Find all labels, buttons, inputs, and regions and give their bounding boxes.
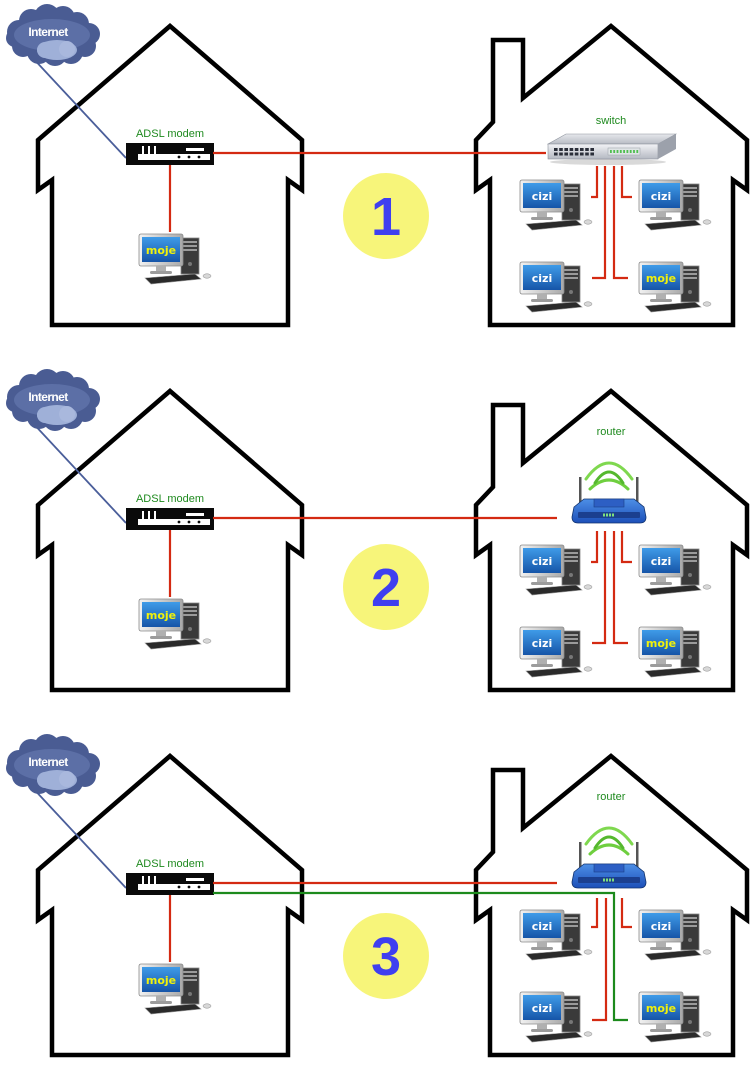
own-pc-label: moje — [646, 272, 676, 285]
own-pc-right-house: moje — [638, 991, 712, 1043]
other-pc: cizi — [519, 544, 593, 596]
own-pc-label: moje — [146, 974, 176, 987]
other-pc: cizi — [638, 544, 712, 596]
own-pc-label: moje — [146, 609, 176, 622]
other-pc-label: cizi — [532, 555, 552, 568]
switch-icon — [546, 133, 678, 165]
cable-hub-to-pc-3 — [592, 531, 607, 645]
other-pc: cizi — [519, 261, 593, 313]
internet-cable — [29, 784, 127, 889]
cable-hub-to-pc-4 — [612, 531, 628, 645]
other-pc-label: cizi — [651, 920, 671, 933]
step-badge — [343, 913, 429, 999]
other-pc-label: cizi — [532, 637, 552, 650]
hub-label: switch — [596, 115, 627, 127]
other-pc: cizi — [519, 909, 593, 961]
router-icon — [571, 461, 647, 524]
own-pc-right-house: moje — [638, 626, 712, 678]
own-pc-right-house: moje — [638, 261, 712, 313]
internet-cable — [29, 54, 127, 159]
left-house-outline — [35, 23, 305, 328]
wifi-wave-icon — [593, 835, 625, 850]
own-pc-label: moje — [646, 637, 676, 650]
other-pc: cizi — [519, 626, 593, 678]
wifi-wave-icon — [593, 470, 625, 485]
internet-label: Internet — [28, 390, 68, 404]
modem-label: ADSL modem — [136, 493, 204, 505]
cable-router-to-pc-3 — [592, 898, 608, 1022]
cable-hub-to-pc-1 — [591, 166, 599, 199]
internet-label: Internet — [28, 25, 68, 39]
hub-label: router — [597, 426, 626, 438]
internet-cloud-icon: Internet — [6, 369, 100, 431]
other-pc: cizi — [638, 909, 712, 961]
cable-router-to-pc-1 — [591, 898, 599, 929]
own-pc-left-house: moje — [138, 963, 212, 1015]
modem-label: ADSL modem — [136, 128, 204, 140]
modem-label: ADSL modem — [136, 858, 204, 870]
step-number: 2 — [371, 558, 401, 618]
left-house-outline — [35, 388, 305, 693]
right-house-outline — [473, 23, 750, 328]
left-house-outline — [35, 753, 305, 1058]
cable-modem-to-own-pc-right — [213, 891, 628, 1022]
right-house-outline — [473, 388, 750, 693]
own-pc-left-house: moje — [138, 233, 212, 285]
other-pc-label: cizi — [532, 190, 552, 203]
other-pc-label: cizi — [532, 272, 552, 285]
internet-cloud-icon: Internet — [6, 734, 100, 796]
other-pc-label: cizi — [532, 1002, 552, 1015]
cable-hub-to-pc-3 — [592, 166, 607, 280]
router-icon — [571, 826, 647, 889]
other-pc: cizi — [638, 179, 712, 231]
own-pc-label: moje — [646, 1002, 676, 1015]
internet-label: Internet — [28, 755, 68, 769]
cable-hub-to-pc-2 — [620, 166, 632, 199]
cable-router-to-pc-2 — [620, 898, 632, 929]
other-pc-label: cizi — [651, 555, 671, 568]
right-house-outline — [473, 753, 750, 1058]
cable-hub-to-pc-4 — [612, 166, 628, 280]
cable-hub-to-pc-1 — [591, 531, 599, 564]
adsl-modem-icon — [126, 143, 214, 165]
step-number: 3 — [371, 927, 401, 987]
wifi-wave-icon — [588, 843, 630, 856]
own-pc-left-house: moje — [138, 598, 212, 650]
adsl-modem-icon — [126, 873, 214, 895]
hub-label: router — [597, 791, 626, 803]
adsl-modem-icon — [126, 508, 214, 530]
step-badge — [343, 544, 429, 630]
wifi-wave-icon — [588, 478, 630, 491]
other-pc-label: cizi — [651, 190, 671, 203]
other-pc: cizi — [519, 991, 593, 1043]
other-pc: cizi — [519, 179, 593, 231]
cable-hub-to-pc-2 — [620, 531, 632, 564]
internet-cloud-icon: Internet — [6, 4, 100, 66]
wifi-wave-icon — [584, 826, 634, 846]
own-pc-label: moje — [146, 244, 176, 257]
other-pc-label: cizi — [532, 920, 552, 933]
wifi-wave-icon — [584, 461, 634, 481]
internet-cable — [29, 419, 127, 524]
step-number: 1 — [371, 187, 401, 247]
step-badge — [343, 173, 429, 259]
